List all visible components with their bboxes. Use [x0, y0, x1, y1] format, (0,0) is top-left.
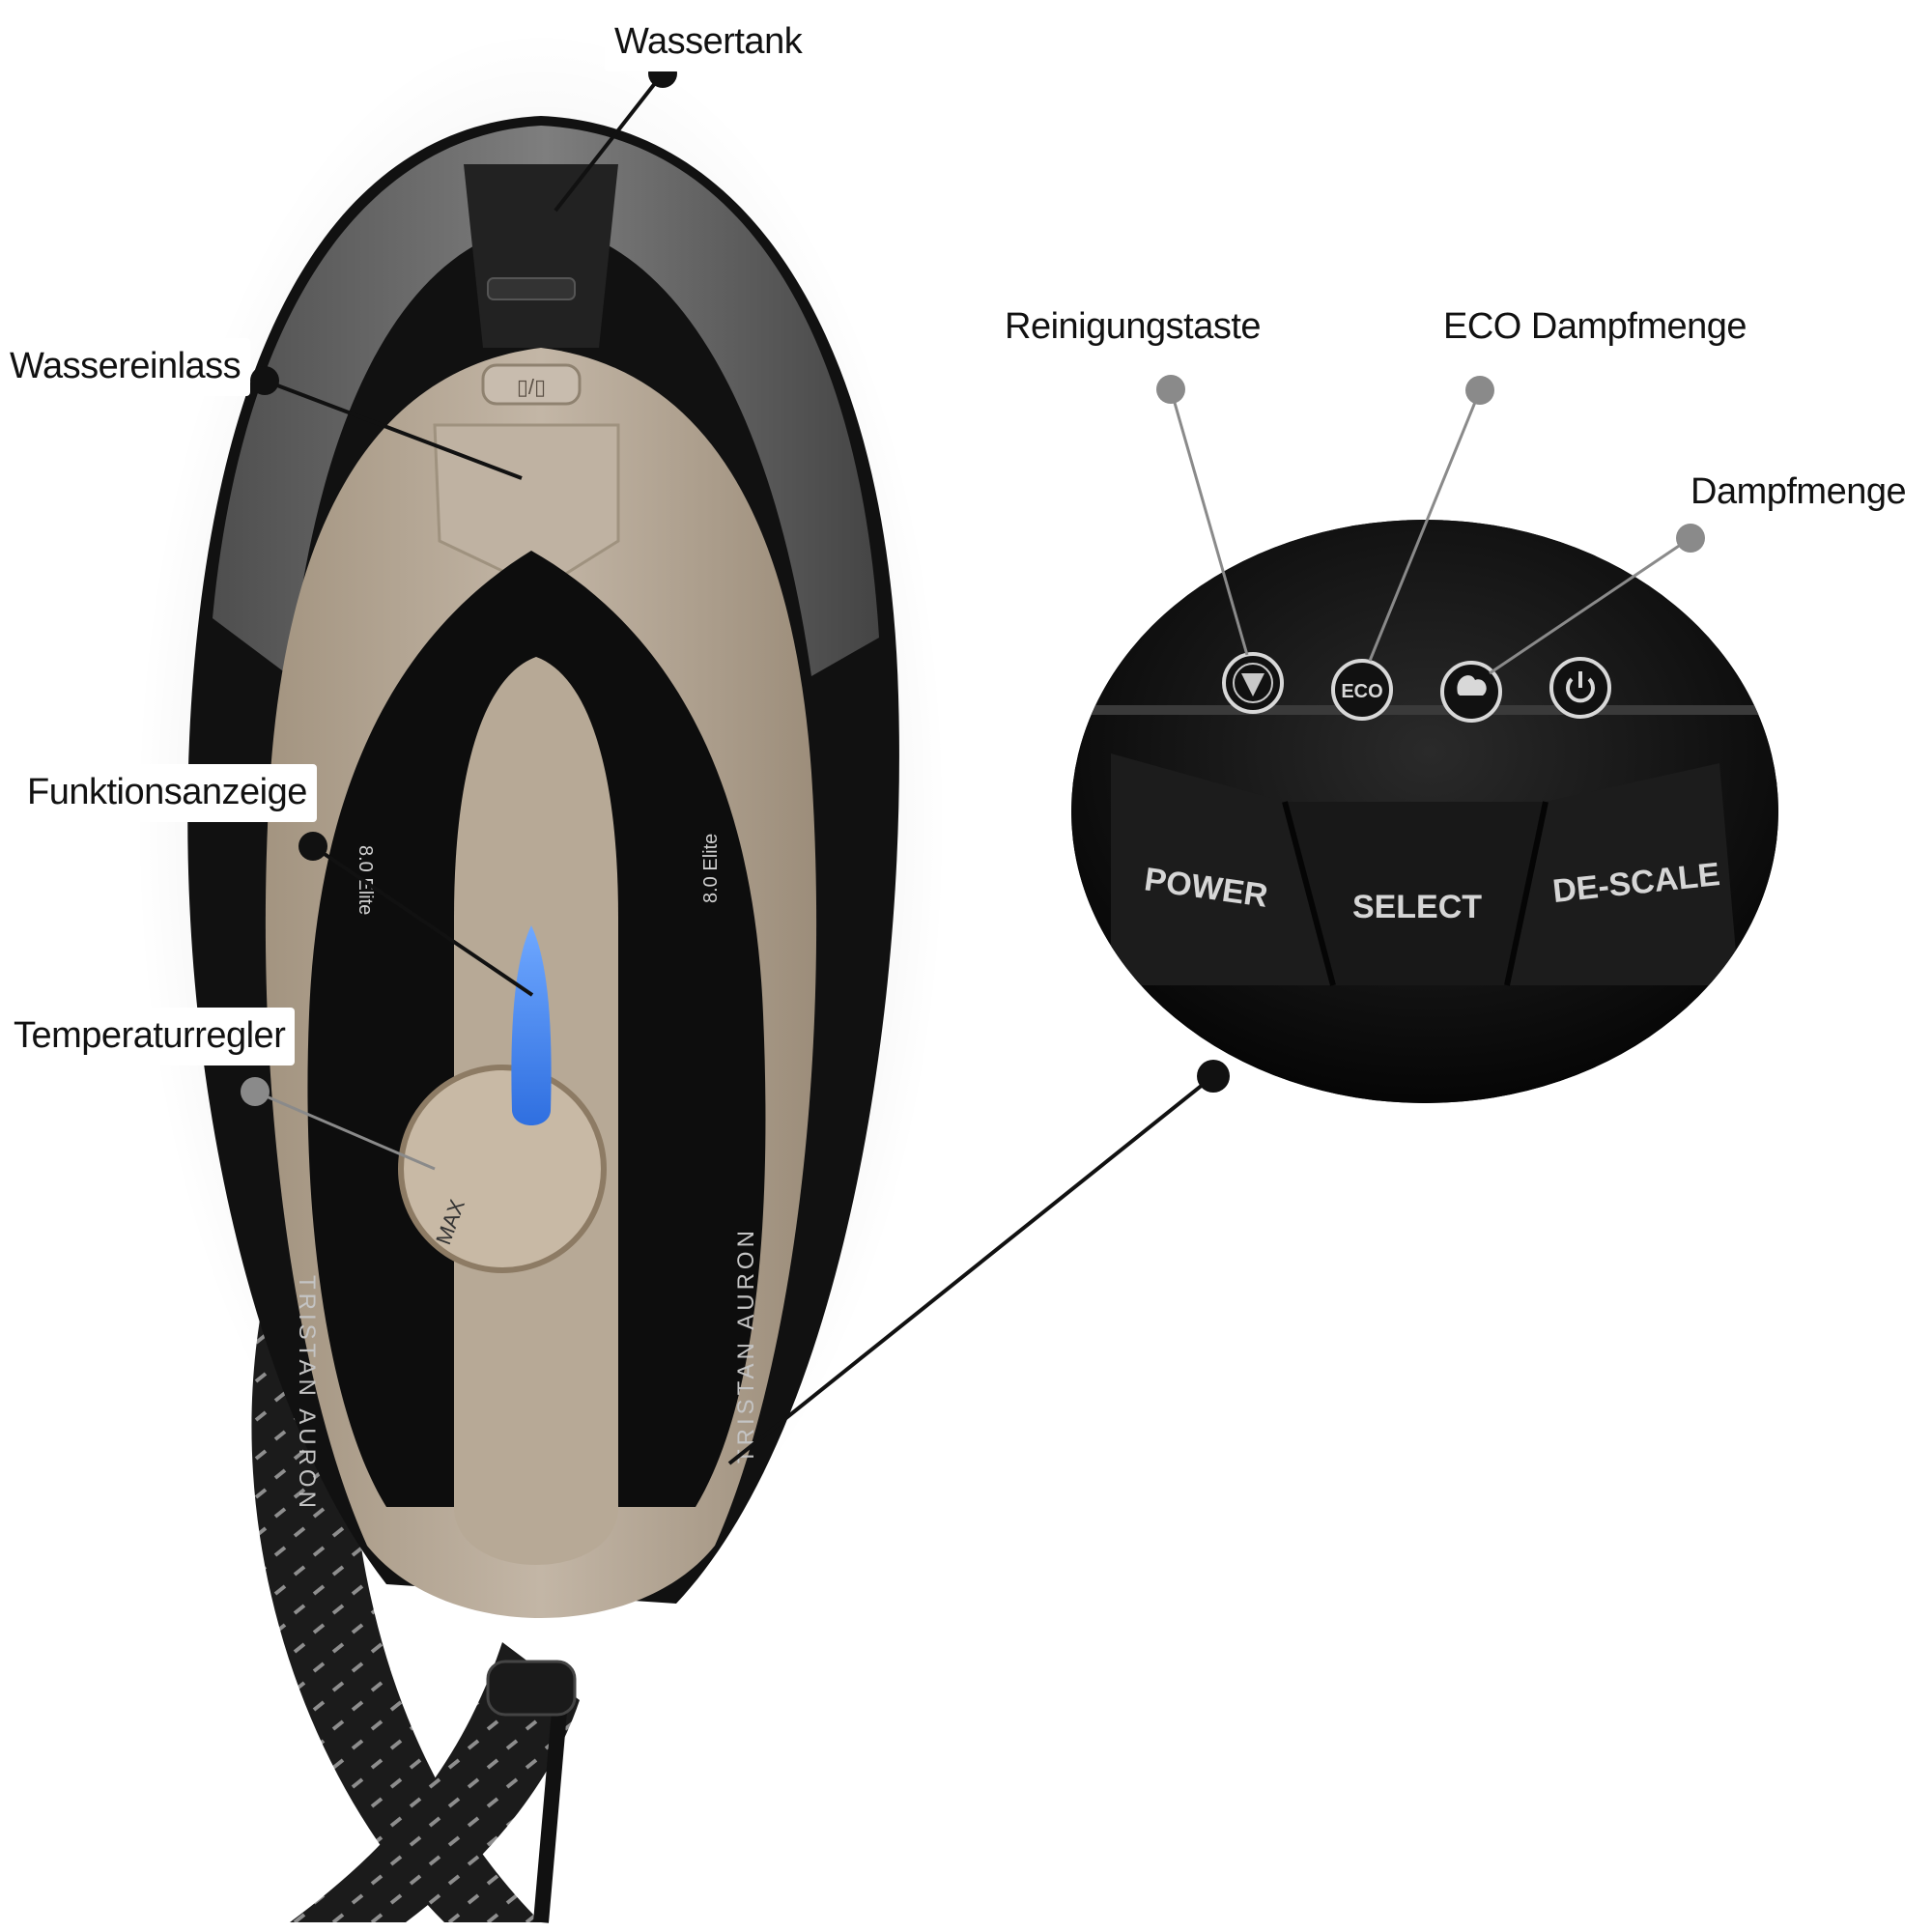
brand-label-left: TRISTAN AURON — [294, 1275, 320, 1512]
leader-water-tank — [554, 71, 665, 213]
dot-temperature-control — [241, 1077, 270, 1106]
dot-cleaning — [1156, 375, 1185, 404]
steam-cloud-icon — [1457, 675, 1487, 696]
water-tank — [213, 126, 879, 676]
leader-control-panel — [727, 1074, 1215, 1465]
tank-cap — [464, 164, 618, 348]
label-water-tank: Wassertank — [605, 14, 812, 71]
label-steam-amount: Dampfmenge — [1681, 464, 1917, 522]
dot-function-indicator — [298, 832, 327, 861]
label-water-inlet: Wassereinlass — [0, 338, 251, 396]
leader-temperature-control — [254, 1090, 436, 1171]
water-inlet-flap — [433, 423, 620, 591]
power-button[interactable] — [1549, 657, 1611, 719]
label-eco-steam: ECO Dampfmenge — [1434, 298, 1757, 356]
dot-steam — [1676, 524, 1705, 553]
eco-button[interactable]: ECO — [1331, 659, 1393, 721]
steam-iron: ▯/▯ MAX 8.0 Elite 8.0 Elite TRISTAN AURO… — [187, 116, 899, 1923]
select-key-label: SELECT — [1352, 889, 1482, 925]
lock-switch[interactable] — [481, 363, 582, 406]
power-icon — [1566, 677, 1595, 703]
label-function-indicator: Funktionsanzeige — [17, 764, 317, 822]
temperature-dial[interactable] — [398, 1065, 607, 1273]
leader-steam — [1489, 536, 1691, 675]
dot-eco — [1465, 376, 1494, 405]
eco-icon: ECO — [1341, 681, 1382, 702]
leader-function-indicator — [311, 844, 534, 997]
model-label-right: 8.0 Elite — [700, 834, 722, 903]
clean-button[interactable] — [1222, 652, 1284, 714]
steam-button[interactable] — [1440, 661, 1502, 723]
leader-cleaning — [1169, 388, 1249, 656]
dot-control-panel — [1197, 1060, 1230, 1093]
brand-label-right: TRISTAN AURON — [733, 1227, 759, 1463]
dot-water-inlet — [250, 366, 279, 395]
tank-latch — [487, 277, 576, 300]
label-temperature-control: Temperaturregler — [4, 1008, 296, 1065]
power-cord — [533, 1699, 568, 1923]
function-led — [511, 925, 552, 1125]
control-panel-zoom: ECO POWER SELECT DE-SCALE — [1071, 520, 1778, 1103]
lock-switch-symbol: ▯/▯ — [517, 375, 546, 399]
label-cleaning-button: Reinigungstaste — [995, 298, 1271, 356]
clean-icon — [1241, 673, 1264, 696]
leader-water-inlet — [264, 379, 523, 480]
cord-strain-relief — [486, 1660, 577, 1717]
leader-eco — [1368, 389, 1482, 662]
